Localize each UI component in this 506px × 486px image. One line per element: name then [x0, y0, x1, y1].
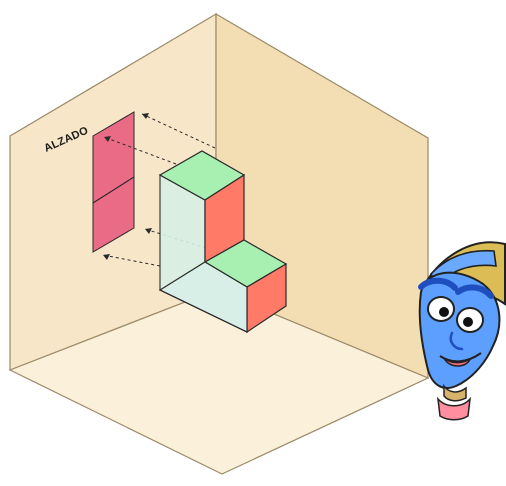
mascot-collar	[438, 399, 470, 420]
mascot-pupil-left	[439, 307, 449, 317]
mascot-pupil-right	[463, 317, 473, 327]
mascot-icon	[420, 242, 505, 419]
